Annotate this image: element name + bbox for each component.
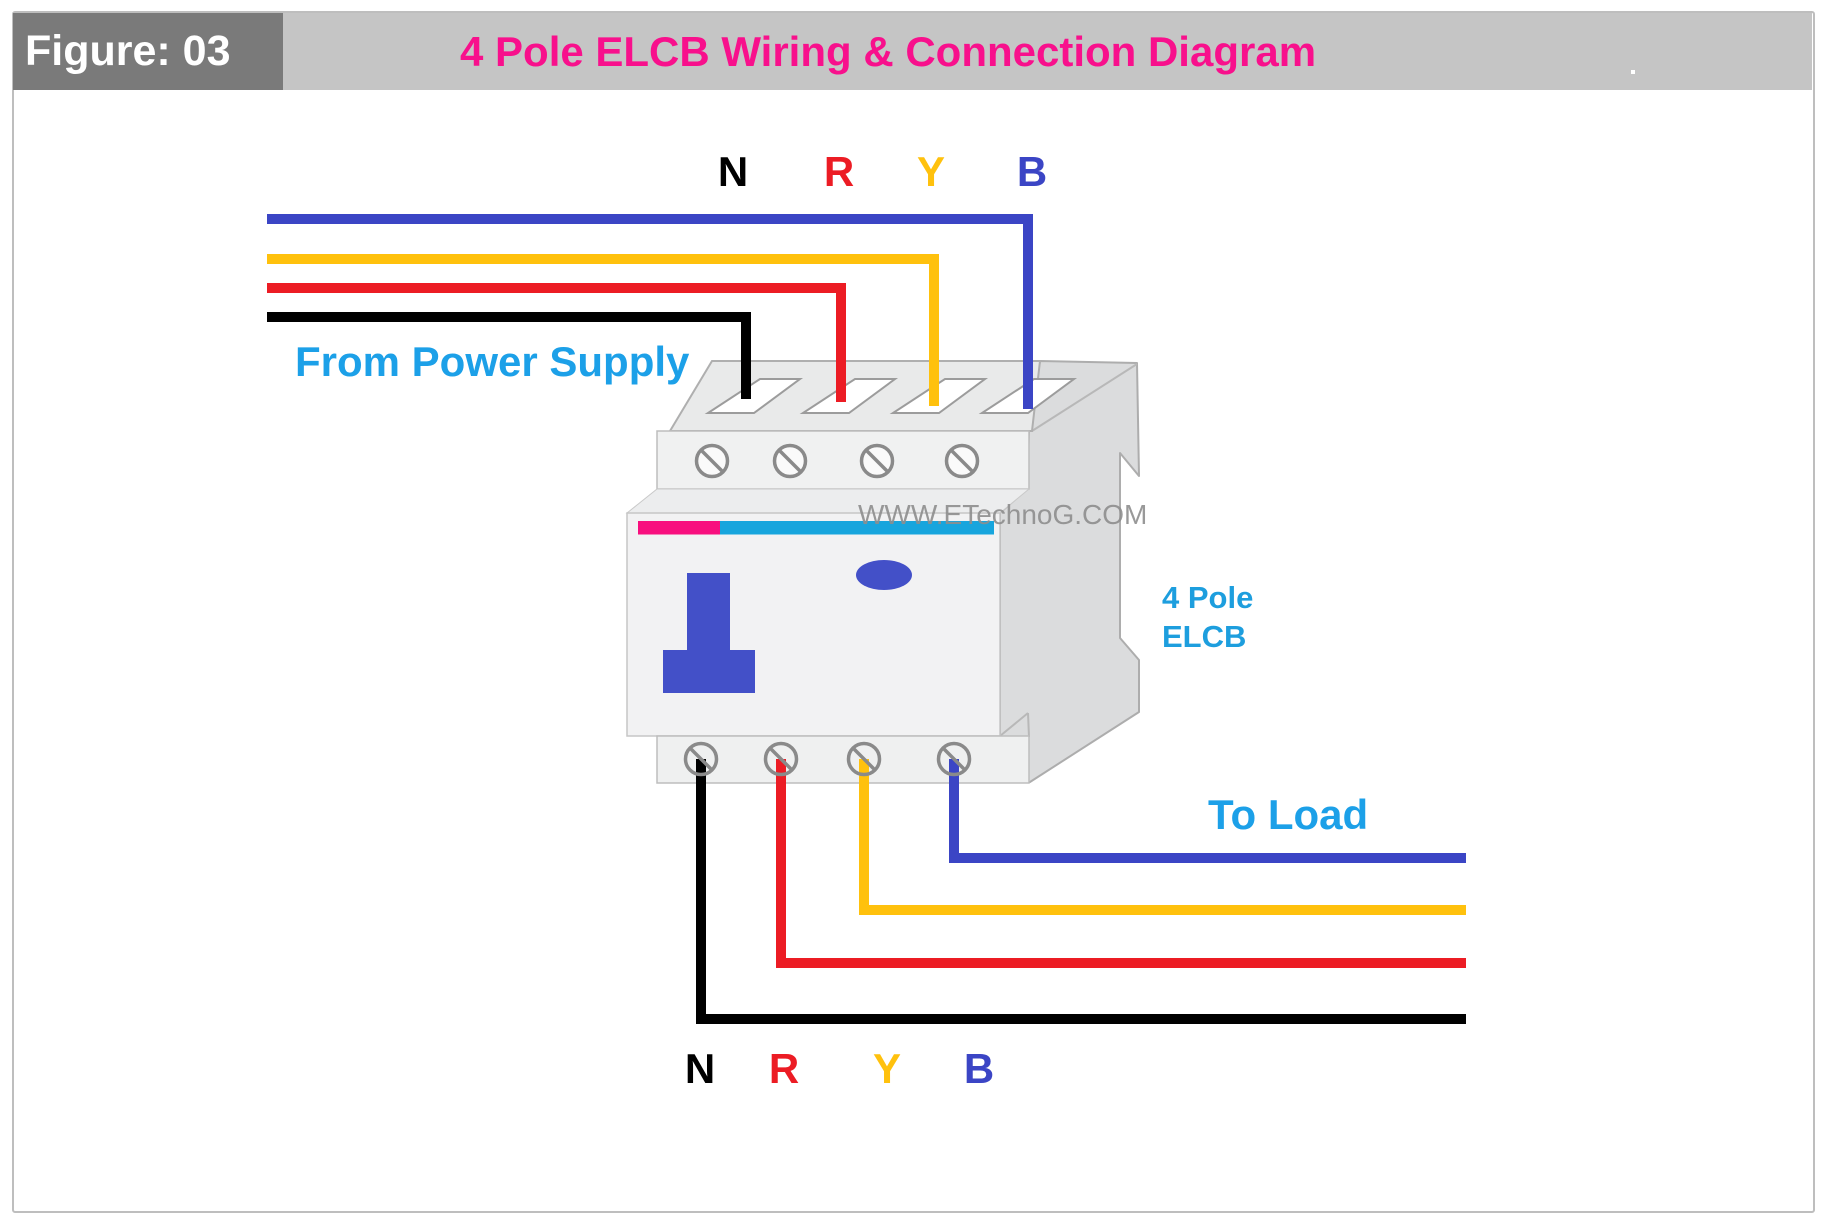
bottom-phase-label-R: R [769, 1045, 799, 1092]
figure-label: Figure: 03 [25, 27, 231, 75]
elcb-top-bevel-line [1031, 363, 1138, 432]
load-wires [696, 759, 1466, 1024]
terminal-screw-3 [846, 741, 882, 777]
header-bar: Figure: 03 4 Pole ELCB Wiring & Connecti… [13, 13, 1812, 90]
terminal-screw-2 [763, 741, 799, 777]
elcb-bottom-bevel-edge [1027, 712, 1030, 738]
elcb-bottom-bevel-line [999, 712, 1029, 737]
figure-label-box: Figure: 03 [13, 13, 283, 90]
terminal-screw-1 [683, 741, 719, 777]
page-border [12, 11, 1815, 1213]
supply-wire-yellow [267, 254, 939, 406]
indicator-stripe-cyan [720, 521, 994, 535]
terminal-screw-4 [936, 741, 972, 777]
test-button[interactable] [856, 560, 912, 590]
from-power-supply-label: From Power Supply [295, 338, 690, 385]
bottom-phase-label-N: N [685, 1045, 715, 1092]
terminal-screw-3 [859, 443, 895, 479]
elcb-device [625, 360, 1140, 784]
watermark-text: WWW.ETechnoG.COM [858, 499, 1147, 530]
load-wire-blue [949, 759, 1466, 863]
toggle-switch-base[interactable] [663, 650, 755, 693]
terminal-screw-4 [944, 443, 980, 479]
supply-wires [267, 214, 1033, 409]
load-wire-yellow [859, 759, 1466, 915]
toggle-switch-stem[interactable] [687, 573, 730, 651]
bottom-phase-label-B: B [964, 1045, 994, 1092]
load-wire-red [776, 759, 1466, 968]
diagram-title: 4 Pole ELCB Wiring & Connection Diagram [460, 27, 1317, 75]
bottom-terminal-screws [683, 741, 972, 777]
supply-wire-red [267, 283, 846, 402]
top-terminal-screws [694, 443, 980, 479]
supply-wire-black [267, 312, 751, 399]
elcb-bottom-terminal-strip [656, 735, 1030, 784]
to-load-label: To Load [1208, 791, 1368, 838]
supply-wire-blue [267, 214, 1033, 409]
terminal-screw-2 [772, 443, 808, 479]
device-label-line1: 4 Pole [1162, 580, 1253, 615]
bottom-phase-label-Y: Y [873, 1045, 901, 1092]
terminal-screw-1 [694, 443, 730, 479]
top-phase-label-R: R [824, 148, 854, 195]
title-banner: 4 Pole ELCB Wiring & Connection Diagram [283, 13, 1812, 90]
device-label-line2: ELCB [1162, 619, 1246, 654]
indicator-stripe-pink [638, 521, 720, 535]
toggle-switch[interactable] [663, 573, 755, 693]
top-phase-label-B: B [1017, 148, 1047, 195]
top-phase-label-Y: Y [917, 148, 945, 195]
load-wire-black [696, 759, 1466, 1024]
top-phase-label-N: N [718, 148, 748, 195]
elcb-front-face [626, 512, 1001, 737]
banner-speck [1631, 70, 1635, 74]
